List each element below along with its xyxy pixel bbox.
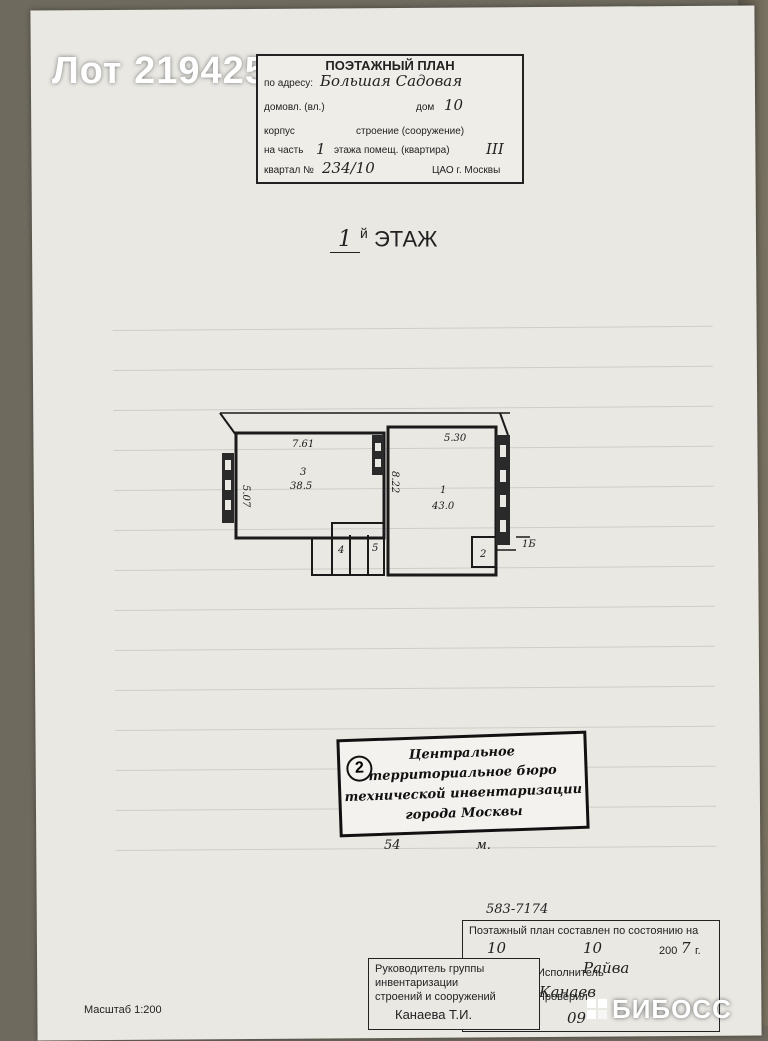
floor-plan-drawing: 7.61 5.07 3 38.5 5.30 8.22 1 43.0 4 5 2 … [219, 412, 536, 577]
head-name: Канаева Т.И. [395, 1007, 473, 1022]
address-value: Большая Садовая [320, 72, 463, 90]
bottom-date-month: 09 [567, 1009, 587, 1027]
logo-icon [586, 996, 608, 1019]
biboss-logo: БИБОСС [586, 994, 732, 1025]
lot-label: Лот 219425 [52, 50, 267, 92]
compiled-day: 10 [487, 939, 507, 957]
room1-width: 5.30 [444, 433, 467, 444]
handnote-mid2: м. [476, 838, 491, 853]
house-number: 10 [444, 96, 464, 114]
part-row: на часть 1 этажа помещ. (квартира) III [264, 140, 504, 158]
compiled-month: 10 [583, 939, 603, 957]
head-box: Руководитель группы инвентаризации строе… [368, 958, 540, 1030]
house-row: домовл. (вл.) дом 10 [264, 96, 464, 114]
stamp-title: ПОЭТАЖНЫЙ ПЛАН [325, 58, 455, 73]
compiled-text: Поэтажный план составлен по состоянию на [469, 925, 699, 937]
floor-plan-stamp: ПОЭТАЖНЫЙ ПЛАН по адресу: Большая Садова… [256, 54, 524, 184]
small-room-c: 2 [479, 549, 486, 560]
handnote-mid: 54 [384, 838, 401, 853]
room1-height: 8.22 [389, 471, 400, 493]
room3-number: 3 [300, 467, 306, 478]
room3-area: 38.5 [290, 481, 312, 492]
building-row: корпус строение (сооружение) [264, 126, 465, 137]
address-row: по адресу: Большая Садовая [264, 72, 463, 90]
quarter-value: 234/10 [322, 159, 375, 177]
logo-text: БИБОСС [612, 994, 732, 1024]
scale-label: Масштаб 1:200 [84, 1004, 162, 1016]
quarter-row: квартал № 234/10 ЦАО г. Москвы [264, 159, 501, 177]
executor-signature: Райва [583, 959, 630, 977]
side-mark: 1Б [522, 539, 536, 550]
room1-number: 1 [440, 485, 446, 496]
handnote-top: 583-7174 [486, 902, 549, 917]
premise-value: III [486, 140, 504, 158]
small-room-b: 5 [372, 543, 378, 554]
small-room-a: 4 [337, 545, 344, 556]
room1-area: 43.0 [431, 501, 455, 512]
compiled-year: 7 [681, 939, 691, 957]
room3-width: 7.61 [292, 439, 314, 450]
room3-height: 5.07 [240, 485, 251, 508]
bti-stamp: 2 Центральное территориальное бюро техни… [336, 730, 590, 838]
floor-value: 1 [316, 140, 326, 158]
checked-signature: Канаев [539, 983, 596, 1001]
